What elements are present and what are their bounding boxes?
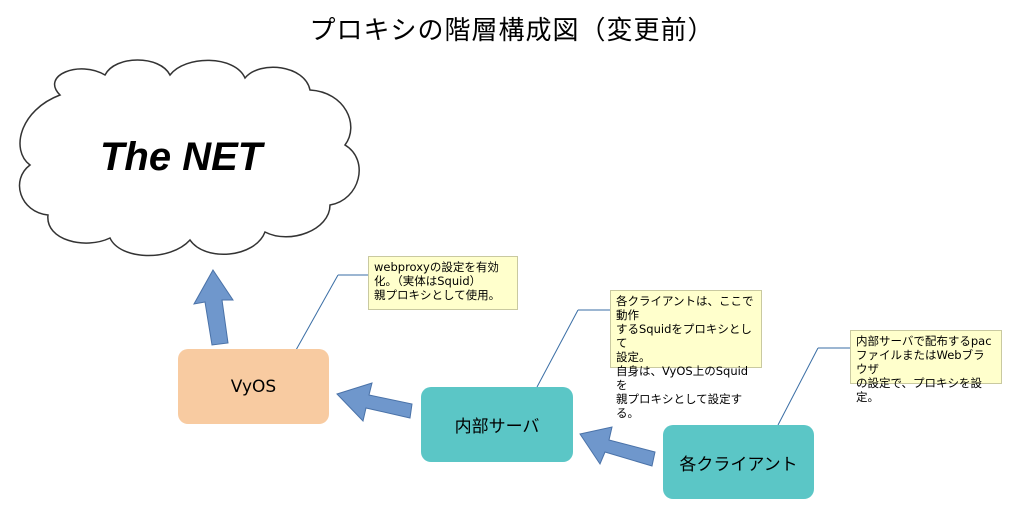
vyos-note: webproxyの設定を有効 化。（実体はSquid） 親プロキシとして使用。 [368, 256, 518, 310]
internal-server-node: 内部サーバ [421, 387, 573, 462]
cloud-label: The NET [100, 135, 263, 179]
clients-node-label: 各クライアント [679, 454, 798, 475]
client-callout-line [777, 347, 819, 426]
client-note: 内部サーバで配布するpac ファイルまたはWebブラウザ の設定で、プロキシを設… [850, 330, 1002, 404]
vyos-callout-line [295, 274, 339, 351]
diagram-title: プロキシの階層構成図（変更前） [309, 16, 715, 46]
internet-cloud [18, 59, 360, 257]
internal-server-node-label: 内部サーバ [454, 417, 540, 437]
clients-node: 各クライアント [663, 425, 814, 499]
vyos-node-label: VyOS [230, 376, 277, 397]
server-note: 各クライアントは、ここで動作 するSquidをプロキシとして 設定。 自身は、V… [610, 290, 762, 420]
vyos-node: VyOS [178, 349, 329, 424]
server-callout-line [536, 309, 579, 388]
arrow-vyos-to-net [193, 269, 234, 346]
arrow-server-to-vyos [336, 382, 413, 423]
arrow-clients-to-server [579, 426, 656, 467]
